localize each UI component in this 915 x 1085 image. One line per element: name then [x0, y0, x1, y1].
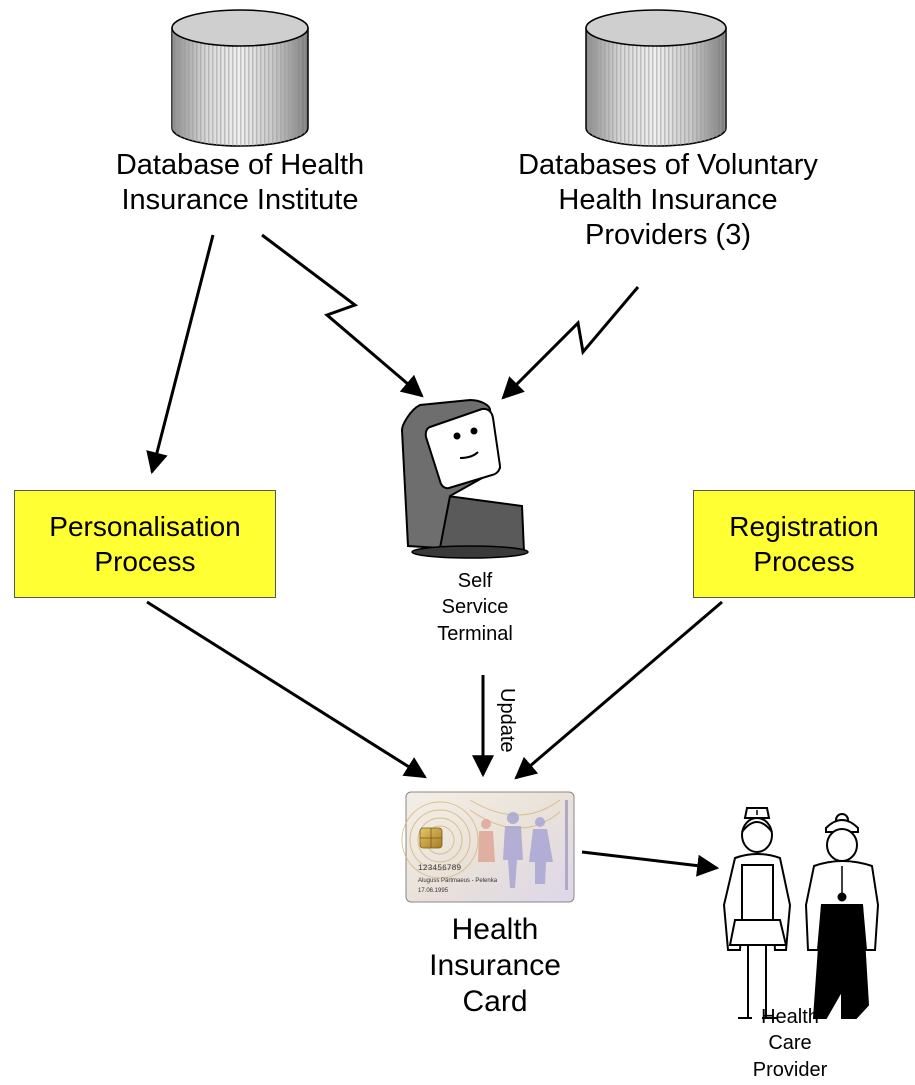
card-holder-name: Aluguss Pärtmaeus - Pelenka	[418, 878, 498, 884]
card-date: 17.06.1995	[418, 888, 449, 894]
registration-process-box: Registration Process	[693, 490, 915, 598]
health-insurance-card-icon: 123456789 Aluguss Pärtmaeus - Pelenka 17…	[401, 791, 575, 903]
database-voluntary-providers-icon	[585, 9, 727, 147]
update-label: Update	[496, 688, 518, 753]
nurse-icon	[722, 807, 792, 1019]
database-health-institute-icon	[171, 9, 309, 147]
arrow-db-to-personalisation	[146, 234, 215, 475]
self-service-terminal-label: Self Service Terminal	[437, 570, 513, 645]
arrow-card-to-provider	[581, 850, 720, 877]
health-care-provider-label: Health Care Provider	[752, 1006, 828, 1081]
card-number: 123456789	[418, 864, 461, 873]
arrow-personalisation-to-card	[146, 600, 427, 779]
personalisation-process-box: Personalisation Process	[14, 490, 276, 598]
doctor-icon	[804, 813, 880, 1019]
database-health-institute-label: Database of Health Insurance Institute	[115, 149, 365, 216]
self-service-terminal-icon	[400, 398, 529, 559]
arrow-registration-to-card	[514, 600, 723, 780]
health-insurance-card-label: Health Insurance Card	[429, 913, 561, 1018]
database-voluntary-providers-label: Databases of Voluntary Health Insurance …	[518, 149, 818, 251]
arrows	[146, 233, 723, 877]
arrow-db-to-terminal-link	[261, 233, 424, 398]
arrow-voluntary-to-terminal-link	[501, 286, 640, 400]
